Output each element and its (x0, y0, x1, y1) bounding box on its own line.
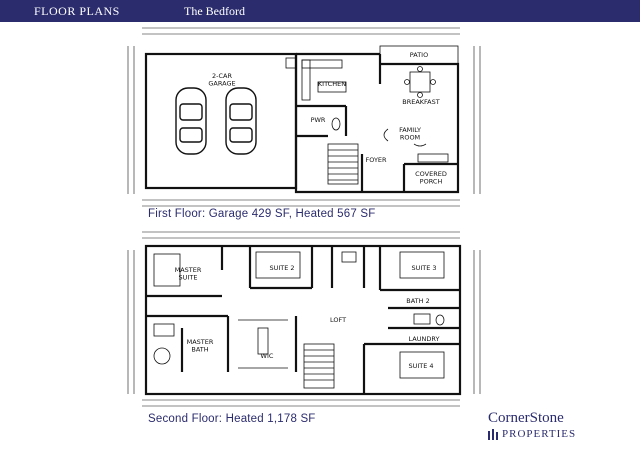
room-label-suite-3: SUITE 3 (411, 264, 436, 272)
car-icon (175, 87, 257, 155)
room-label-suite-4: SUITE 4 (408, 362, 433, 370)
header-bar: FLOOR PLANS The Bedford (0, 0, 640, 22)
first-floor-caption: First Floor: Garage 429 SF, Heated 567 S… (148, 208, 376, 220)
room-label-breakfast: BREAKFAST (402, 98, 440, 106)
cornerstone-logo: CornerStone PROPERTIES (486, 410, 606, 446)
room-label-loft: LOFT (330, 316, 346, 324)
room-label-patio: PATIO (410, 51, 428, 59)
building-icon (488, 429, 498, 440)
room-label-kitchen: KITCHEN (318, 80, 346, 88)
room-label-bath-2: BATH 2 (406, 297, 429, 305)
room-label-foyer: FOYER (365, 156, 387, 164)
room-label-laundry: LAUNDRY (409, 335, 440, 343)
room-label-wic: WIC (261, 352, 274, 360)
page-subtitle: The Bedford (184, 4, 245, 18)
room-label-suite-2: SUITE 2 (269, 264, 294, 272)
logo-wordmark: CornerStone (488, 410, 564, 426)
second-floor-caption: Second Floor: Heated 1,178 SF (148, 413, 316, 425)
page-title: FLOOR PLANS (34, 4, 120, 18)
logo-tagline: PROPERTIES (502, 428, 577, 440)
room-label-pwr: PWR (311, 116, 326, 124)
